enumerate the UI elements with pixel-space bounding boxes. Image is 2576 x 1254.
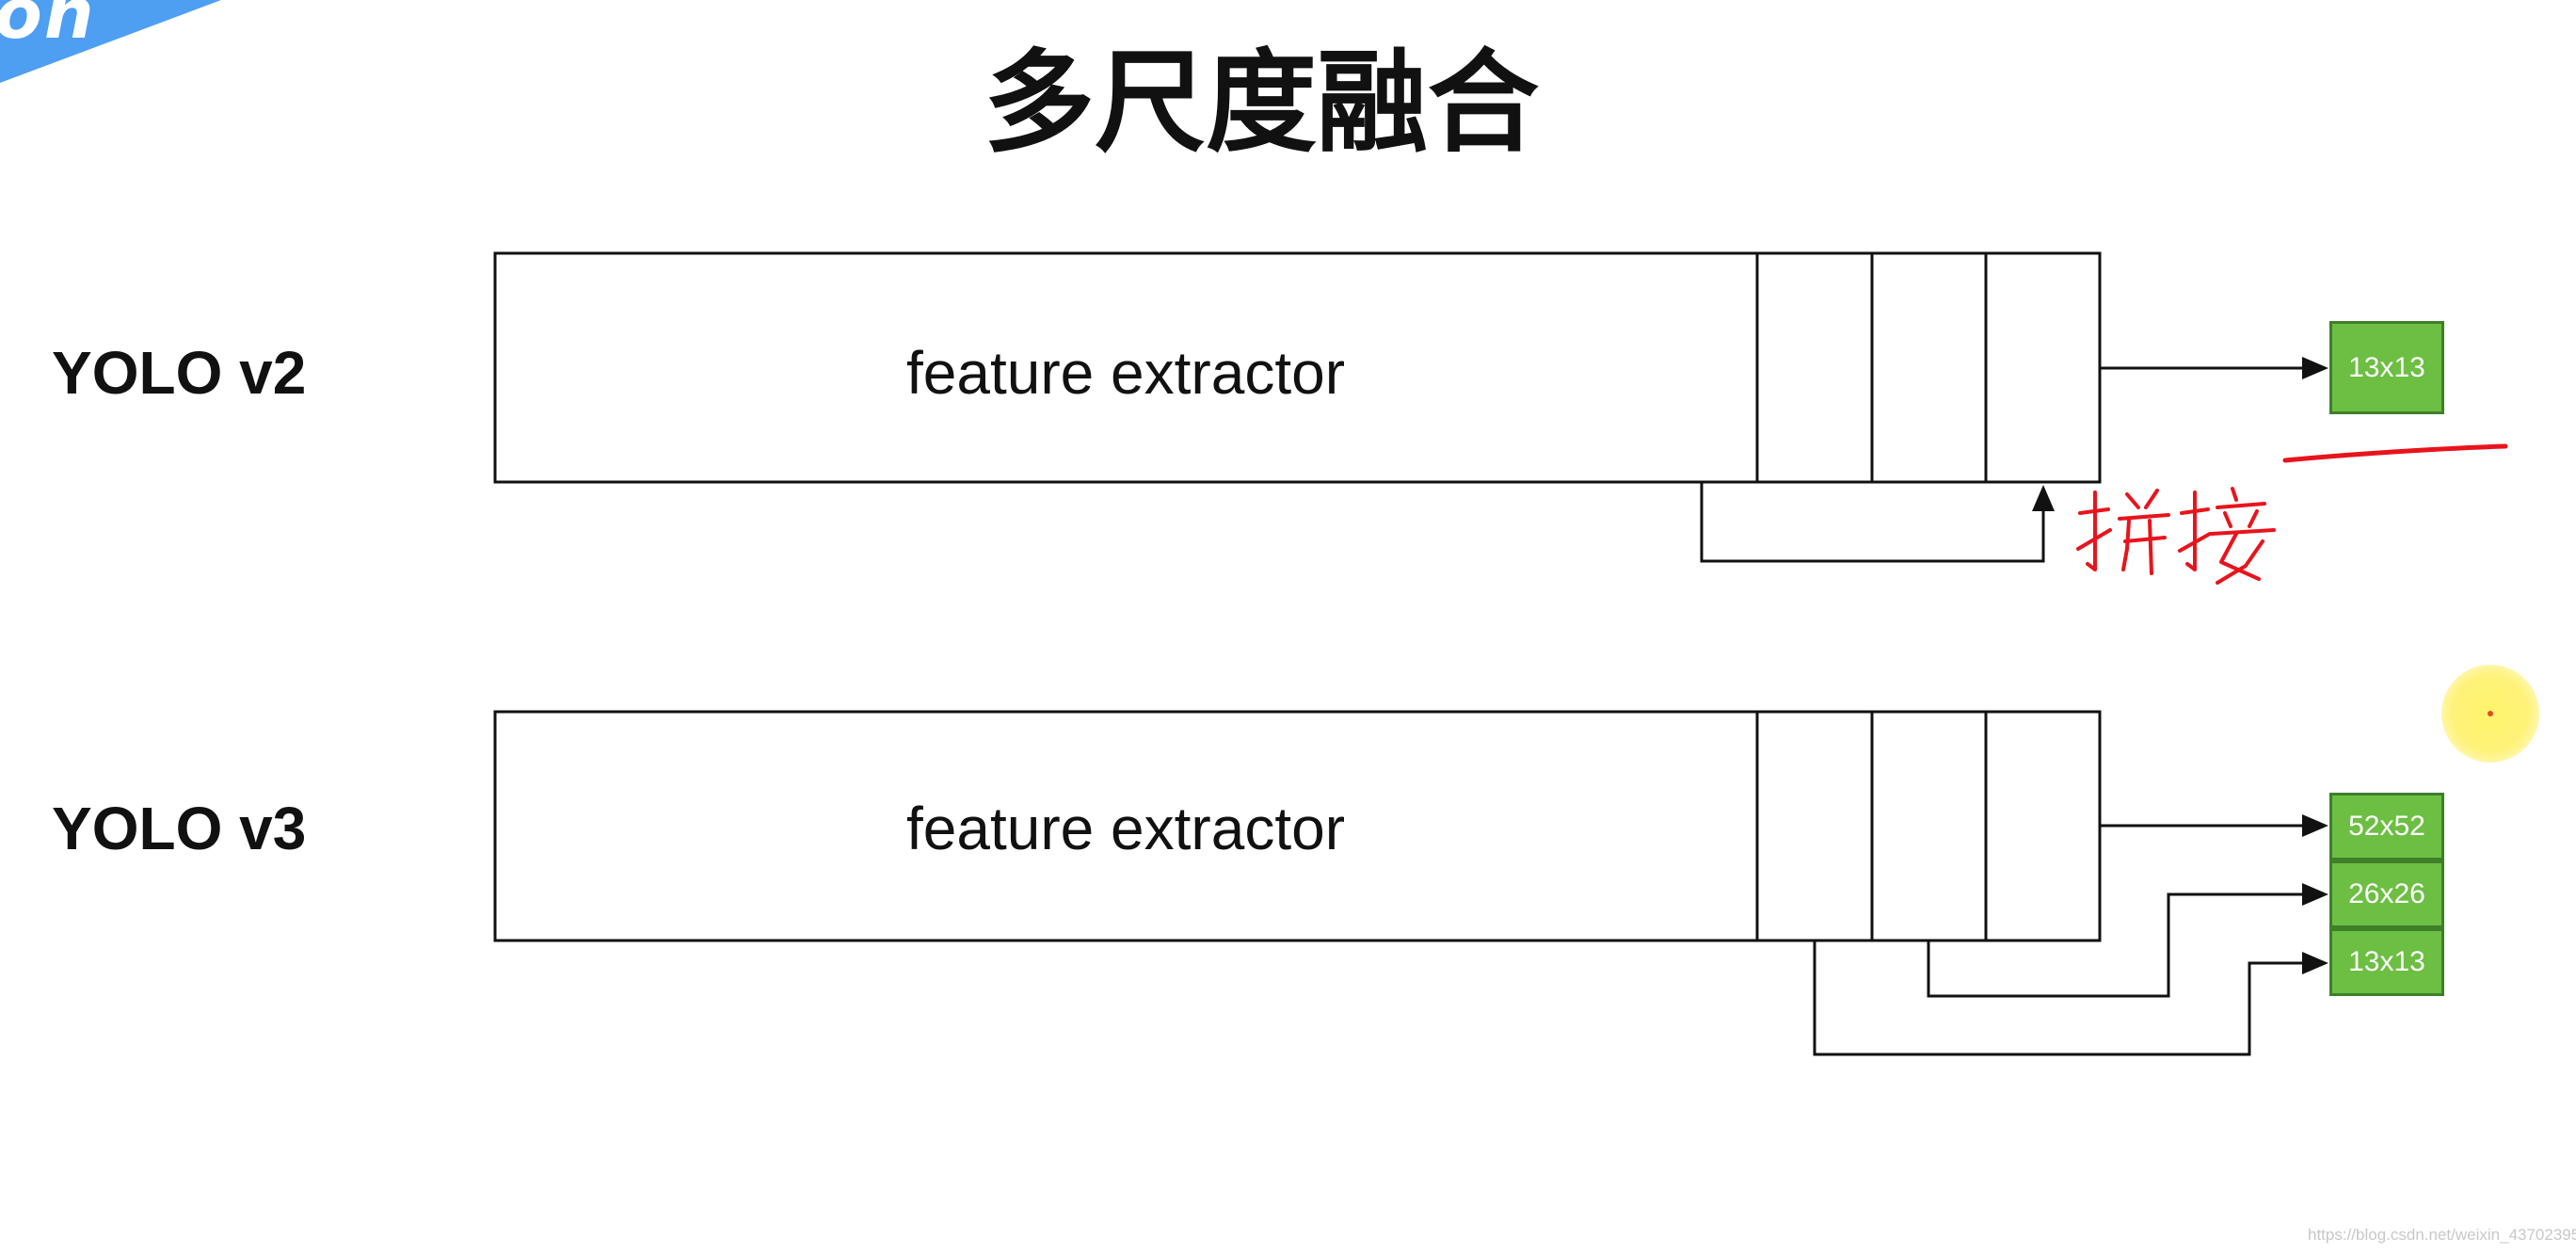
logo-text: on xyxy=(0,0,96,55)
v2-output-arrow xyxy=(2100,357,2328,379)
logo-banner xyxy=(0,0,221,83)
v3-output-arrow-2 xyxy=(1927,883,2328,998)
cursor-highlight xyxy=(2441,665,2539,763)
handwritten-annotation xyxy=(2076,487,2276,585)
v2-output-13x13: 13x13 xyxy=(2329,321,2444,414)
v3-output-26x26: 26x26 xyxy=(2329,860,2444,928)
cursor-dot xyxy=(2488,711,2493,716)
slide-title: 多尺度融合 xyxy=(983,38,1539,168)
v2-feature-extractor-label: feature extractor xyxy=(906,339,1345,407)
v3-output-arrow-1 xyxy=(2100,814,2328,837)
v2-skip-connection xyxy=(1700,482,2055,563)
v3-output-52x52: 52x52 xyxy=(2329,793,2444,860)
v3-output-arrow-3 xyxy=(1813,940,2328,1056)
row-label-yolo-v3: YOLO v3 xyxy=(52,795,307,862)
red-underline-stroke xyxy=(2282,443,2508,463)
watermark: https://blog.csdn.net/weixin_43702395 xyxy=(2308,1226,2576,1244)
v3-output-13x13: 13x13 xyxy=(2329,928,2444,996)
v3-feature-extractor-label: feature extractor xyxy=(906,795,1345,862)
logo-fragment: on xyxy=(0,0,245,85)
row-label-yolo-v2: YOLO v2 xyxy=(52,339,307,407)
